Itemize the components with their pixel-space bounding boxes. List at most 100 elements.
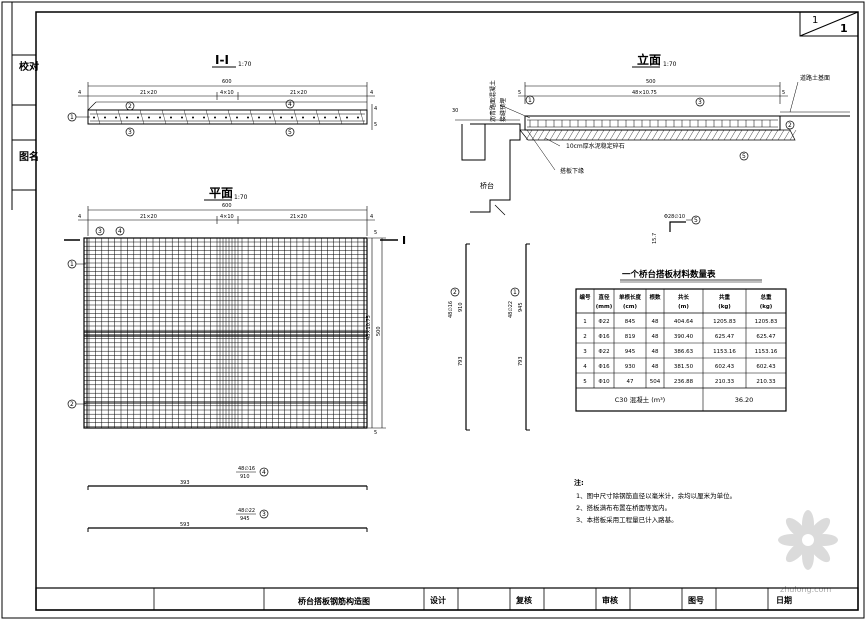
plan-seg-mid: 4×10 <box>220 214 234 220</box>
table-cell: 1 <box>583 319 587 325</box>
elevation-label-abutment: 桥台 <box>480 181 494 190</box>
plan-title: 平面 <box>209 186 233 200</box>
section-edge-right: 4 <box>370 90 373 96</box>
table-frame <box>575 288 787 412</box>
table-header-6: (kg) <box>760 304 773 310</box>
table-cell: 504 <box>650 379 661 385</box>
plan-section-mark: I <box>402 234 406 247</box>
plan-edge-bottom: 5 <box>374 430 377 436</box>
table-cell: 930 <box>625 364 636 370</box>
section-mark-3: 3 <box>128 129 132 136</box>
section-mark-1: 1 <box>70 114 74 121</box>
elevation-mark-2: 2 <box>788 122 792 129</box>
elevation-dim-small: 30 <box>452 108 458 114</box>
elevation-view: 立面 1:70 500 48×10.75 5 5 30 沥青路面混凝土 接缝预埋… <box>452 52 850 216</box>
bar-details: 393 48∅16 910 4 593 48∅22 945 3 Φ28∅10 1… <box>87 214 701 532</box>
elevation-label-asphalt: 沥青路面混凝土 <box>489 80 497 122</box>
table-cell: 210.33 <box>756 379 776 385</box>
design-label: 设计 <box>430 595 446 605</box>
elevation-label-joint: 搭板下缘 <box>560 167 584 175</box>
elevation-label-shaft: 接缝预埋 <box>499 98 507 122</box>
section-thick-a: 4 <box>374 106 377 112</box>
elevation-seg-dim: 48×10.75 <box>632 90 657 96</box>
section-seg-right: 21×20 <box>290 90 307 96</box>
plan-mark-4: 4 <box>118 228 122 235</box>
sheet-no-box <box>799 11 859 37</box>
elevation-label-cushion: 10cm厚水泥稳定碎石 <box>566 142 625 150</box>
table-cell: 48 <box>652 334 659 340</box>
table-header-6: 总重 <box>760 293 772 301</box>
note-3: 3、本搭板采用工程量已计入路基。 <box>576 515 678 524</box>
table-cell: 48 <box>652 349 659 355</box>
side-label-bottom: 图名 <box>19 150 39 163</box>
bar-b-label: 48∅22 <box>238 508 255 514</box>
notes: 注: 1、图中尺寸除钢筋直径以毫米计，余均以厘米为单位。 2、搭板满布布置在桥面… <box>574 478 736 524</box>
elevation-total-dim: 500 <box>646 79 656 85</box>
table-concrete-label: C30 混凝土 (m³) <box>615 395 665 404</box>
table-concrete-value: 36.20 <box>735 396 754 404</box>
table-cell: 210.33 <box>715 379 735 385</box>
note-2: 2、搭板满布布置在桥面等宽内。 <box>576 503 671 512</box>
table-cell: 1205.83 <box>713 319 736 325</box>
elevation-mark-3: 3 <box>698 99 702 106</box>
table-cell: 390.40 <box>674 334 694 340</box>
table-header-1: (mm) <box>596 304 613 310</box>
plan-mark-2: 2 <box>70 401 74 408</box>
bar-b-len: 945 <box>240 516 250 522</box>
table-cell: 236.88 <box>674 379 694 385</box>
table-cell: 4 <box>583 364 587 370</box>
table-header-2: 单根长度 <box>619 293 642 301</box>
material-table: 一个桥台搭板材料数量表 编号直径(mm)单根长度(cm)根数共长(m)共重(kg… <box>575 269 787 412</box>
vbar1-dim: 793 <box>458 356 464 366</box>
watermark: zhulong.com <box>778 510 838 594</box>
table-cell: 602.43 <box>756 364 776 370</box>
table-header-5: 共重 <box>719 293 731 301</box>
table-cell: Φ16 <box>598 334 610 340</box>
sheet-no-right: 1 <box>840 22 848 35</box>
table-cell: 5 <box>583 379 587 385</box>
plan-side-total: 500 <box>376 326 382 336</box>
bar-c-label: Φ28∅10 <box>664 214 685 220</box>
table-cell: 2 <box>583 334 587 340</box>
table-cell: 404.64 <box>674 319 694 325</box>
plan-mark-1: 1 <box>70 261 74 268</box>
plan-edge-left: 4 <box>78 214 81 220</box>
table-cell: 945 <box>625 349 636 355</box>
elevation-slab <box>524 115 781 131</box>
section-seg-mid: 4×10 <box>220 90 234 96</box>
section-view: I-I 1:70 600 21×20 4×10 21×20 4 4 4 5 1 … <box>67 53 377 137</box>
title-block: 桥台搭板钢筋构造图 设计 复核 审核 图号 日期 <box>35 587 859 611</box>
table-header-2: (cm) <box>623 304 638 310</box>
table-cell: 1153.16 <box>755 349 778 355</box>
sheet-no-divider <box>799 11 859 37</box>
side-box-top <box>11 54 37 106</box>
note-1: 1、图中尺寸除钢筋直径以毫米计，余均以厘米为单位。 <box>576 491 736 500</box>
elevation-mark-5: 5 <box>742 153 746 160</box>
elevation-label-road: 道路土基面 <box>800 74 830 82</box>
table-header-4: (m) <box>678 304 689 310</box>
drawing-no-label: 图号 <box>688 596 704 605</box>
section-mark-5: 5 <box>288 129 292 136</box>
table-header-4: 共长 <box>678 293 690 301</box>
bar-c-dim: 15.7 <box>652 233 658 244</box>
plan-slab-outline <box>83 237 368 429</box>
vbar2-dim: 793 <box>518 356 524 366</box>
bar-a-len: 910 <box>240 474 250 480</box>
vbar2-mark: 1 <box>513 289 517 296</box>
side-label-top: 校对 <box>19 60 39 73</box>
plan-total-dim: 600 <box>222 203 232 209</box>
bar-c-mark: 5 <box>694 217 698 224</box>
section-edge-left: 4 <box>78 90 81 96</box>
table-cell: 47 <box>627 379 634 385</box>
table-cell: 1205.83 <box>755 319 778 325</box>
table-header-0: 编号 <box>579 293 591 301</box>
table-header-5: (kg) <box>718 304 731 310</box>
section-seg-left: 21×20 <box>140 90 157 96</box>
table-cell: 845 <box>625 319 636 325</box>
table-cell: 625.47 <box>756 334 776 340</box>
bar-a-label: 48∅16 <box>238 466 255 472</box>
section-scale: 1:70 <box>238 61 252 68</box>
table-cell: 386.63 <box>674 349 694 355</box>
table-header-1: 直径 <box>598 293 610 301</box>
